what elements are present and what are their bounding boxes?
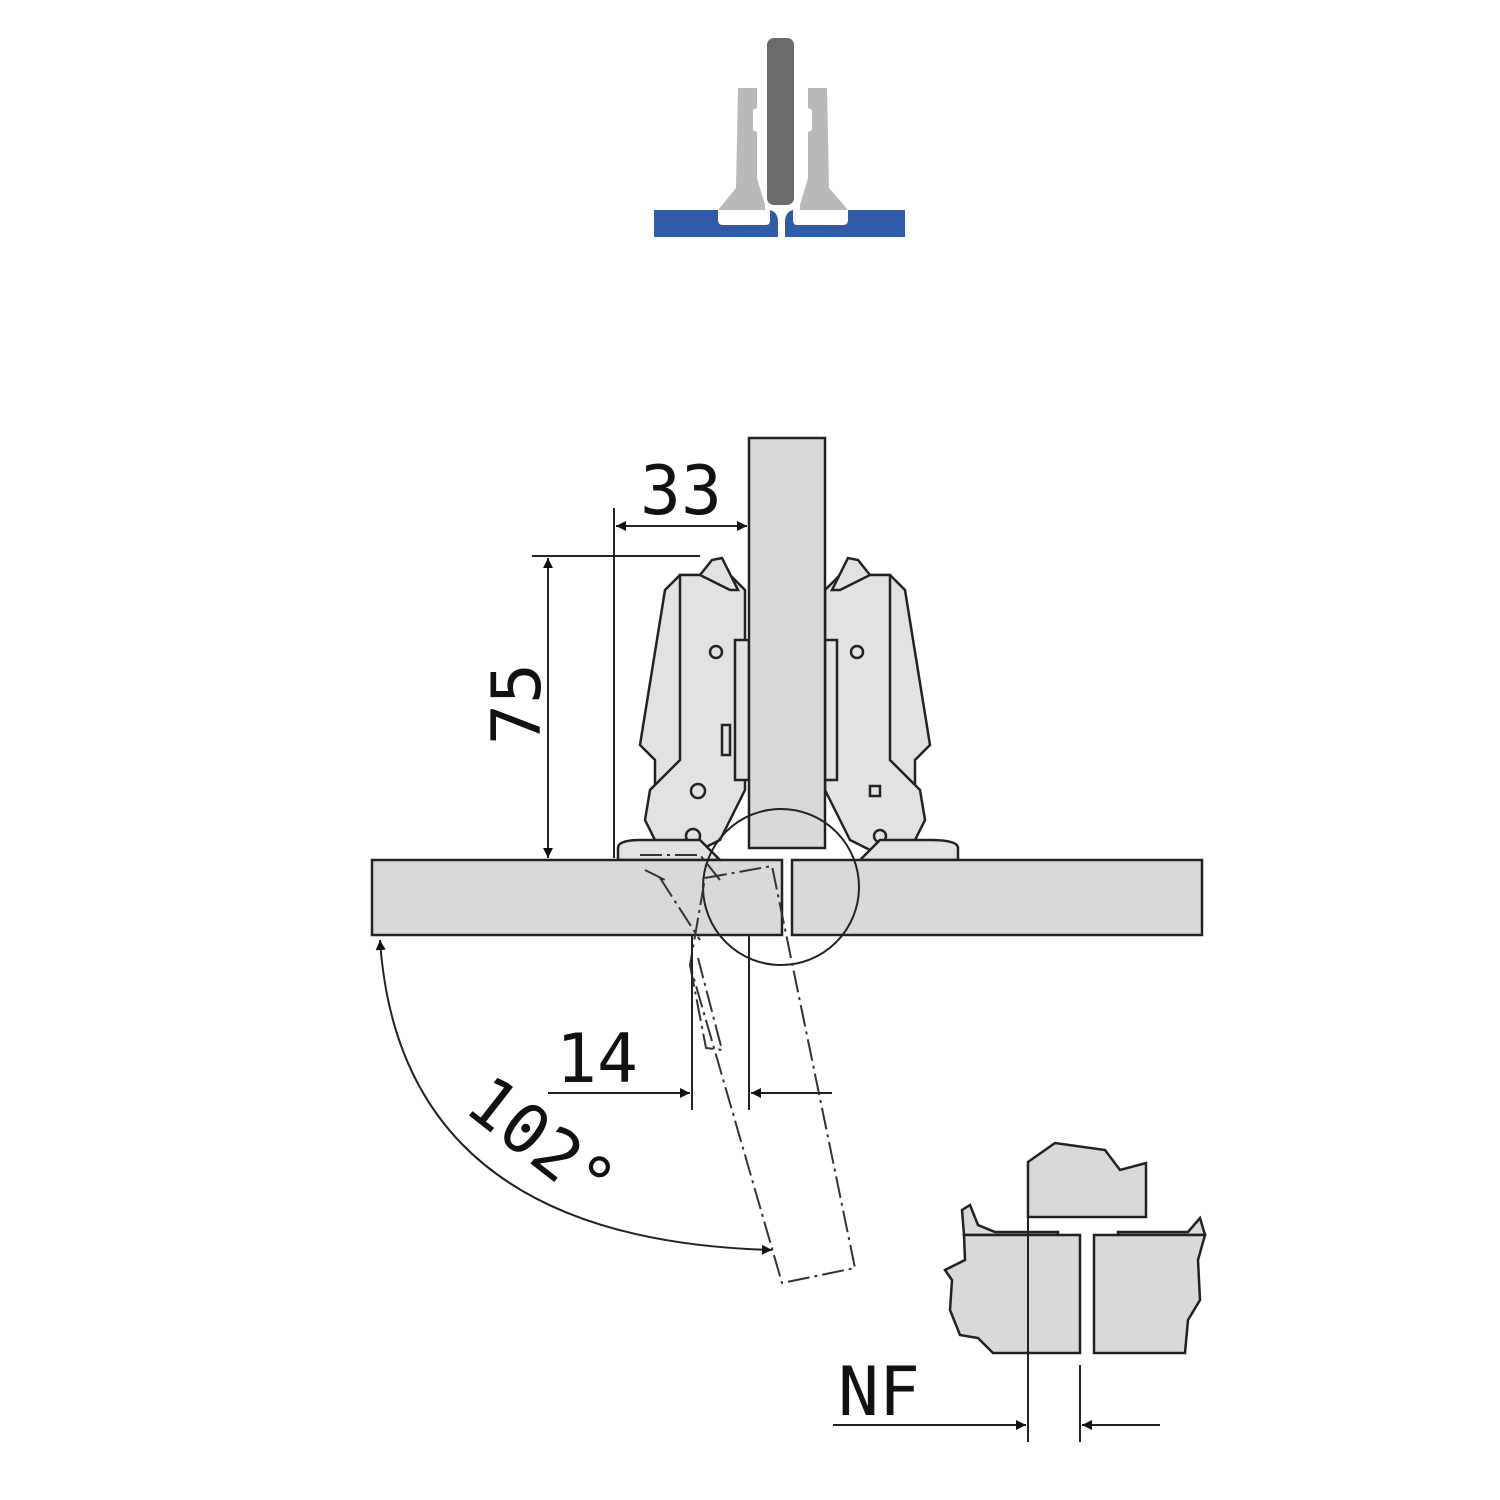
dimension-75-label: 75 <box>478 663 557 745</box>
gap-detail: NF <box>833 1141 1207 1442</box>
hinge-type-icon <box>654 38 905 237</box>
right-side-panel <box>790 858 1204 937</box>
dimension-33: 33 <box>613 452 747 858</box>
gap-label: NF <box>838 1353 920 1432</box>
open-door-outline <box>688 864 857 1285</box>
detail-right-hinge <box>1116 1215 1207 1237</box>
dimension-33-label: 33 <box>640 452 722 531</box>
icon-right-hinge <box>800 88 848 210</box>
detail-door <box>1026 1141 1148 1219</box>
detail-left-panel <box>943 1233 1082 1355</box>
icon-left-hinge <box>718 88 765 210</box>
left-hinge <box>616 556 751 862</box>
detail-right-panel <box>1092 1233 1207 1355</box>
door-panel <box>747 436 827 850</box>
right-hinge <box>823 556 960 862</box>
icon-left-panel <box>654 210 778 237</box>
dimension-14-label: 14 <box>556 1020 638 1099</box>
dimension-75: 75 <box>478 555 700 858</box>
left-side-panel <box>370 858 784 937</box>
icon-right-panel <box>785 210 905 237</box>
main-drawing: 33 75 14 102° <box>370 436 1204 1285</box>
icon-door <box>767 38 794 205</box>
